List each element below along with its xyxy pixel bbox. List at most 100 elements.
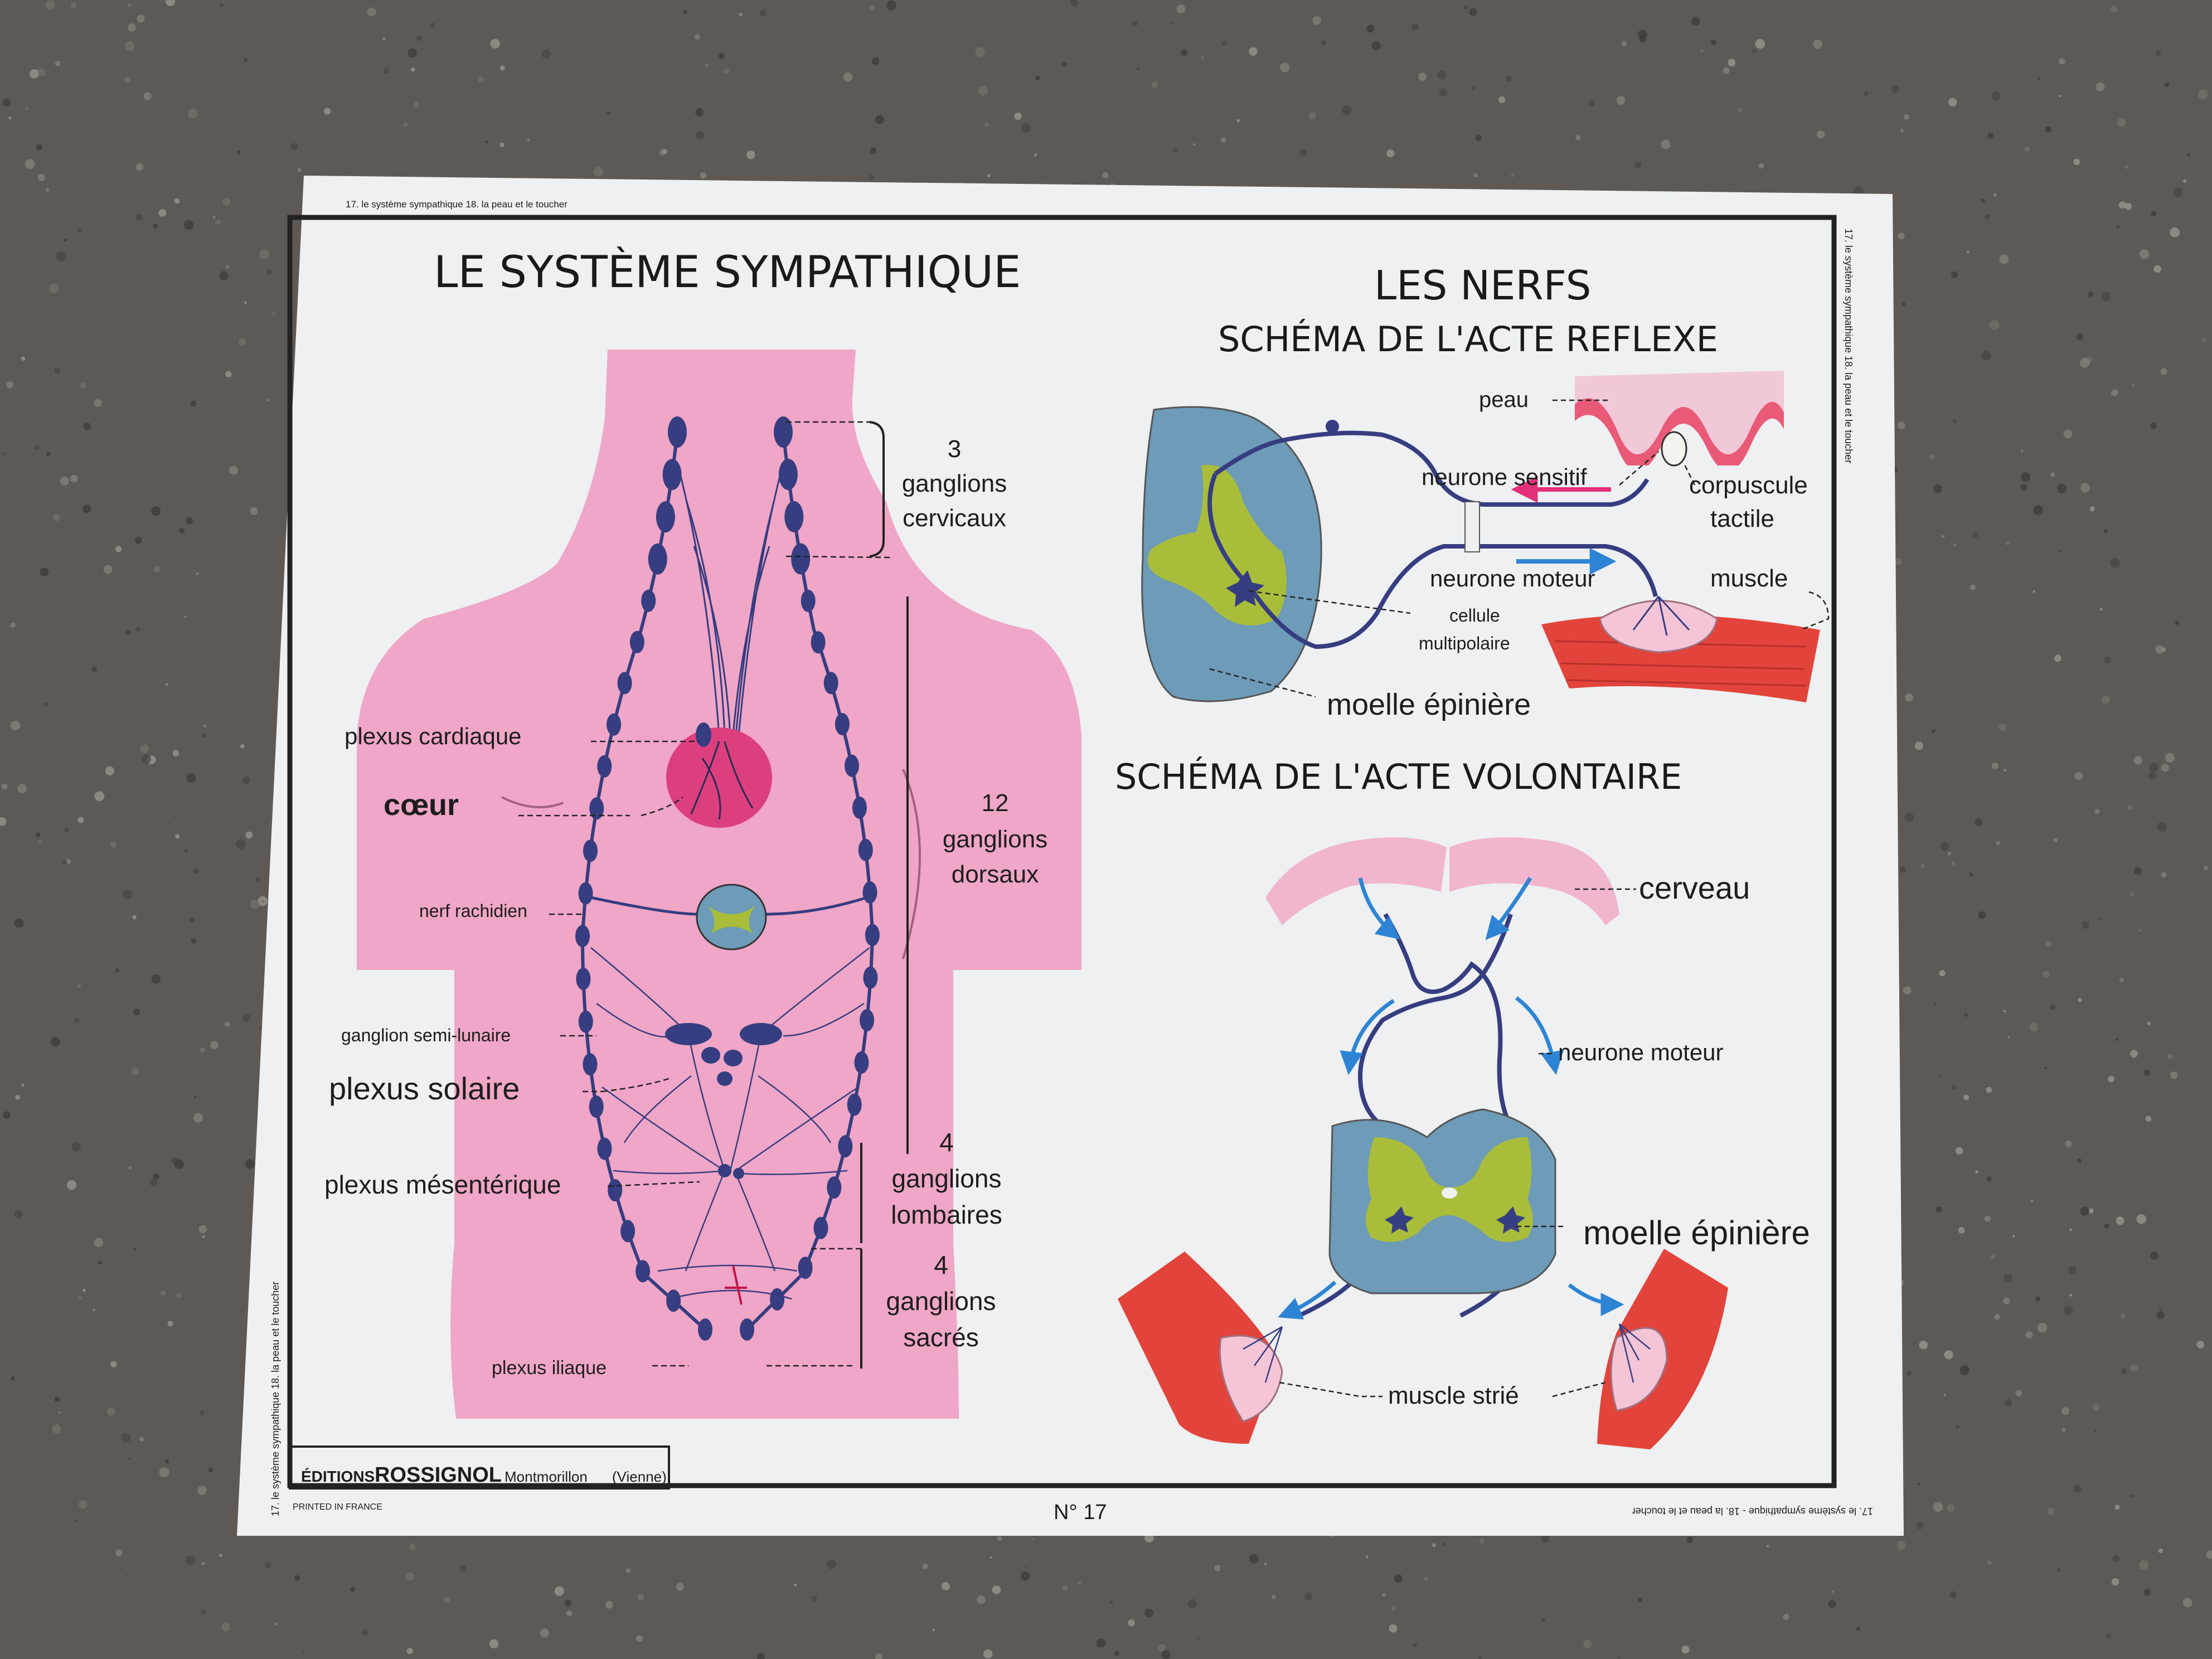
abdominal-nerve xyxy=(590,947,689,1035)
brackets xyxy=(860,421,909,1369)
asphalt-speckle xyxy=(1616,96,1626,105)
asphalt-speckle xyxy=(128,3,132,8)
label-muscle: muscle xyxy=(1710,565,1788,592)
asphalt-speckle xyxy=(1999,254,2009,264)
abdominal-nerve xyxy=(668,1289,792,1300)
asphalt-speckle xyxy=(1542,1618,1545,1622)
ganglion xyxy=(583,1053,598,1076)
asphalt-speckle xyxy=(1738,108,1743,113)
asphalt-speckle xyxy=(14,918,24,928)
asphalt-speckle xyxy=(103,565,113,574)
asphalt-speckle xyxy=(54,1396,60,1403)
asphalt-speckle xyxy=(2118,201,2126,209)
asphalt-speckle xyxy=(593,167,604,177)
label-moelle-epiniere-voluntary: moelle épinière xyxy=(1583,1214,1810,1251)
asphalt-speckle xyxy=(178,527,185,534)
asphalt-speckle xyxy=(51,1424,61,1434)
asphalt-speckle xyxy=(110,841,117,848)
neck-nerves xyxy=(679,473,782,736)
asphalt-speckle xyxy=(2020,484,2027,491)
asphalt-speckle xyxy=(153,565,161,573)
abdominal-nerve xyxy=(601,1086,725,1172)
asphalt-speckle xyxy=(2047,1507,2055,1515)
asphalt-speckle xyxy=(1034,153,1037,157)
asphalt-speckle xyxy=(128,1457,131,1460)
asphalt-speckle xyxy=(1895,558,1902,565)
asphalt-speckle xyxy=(2173,187,2183,198)
publisher-prefix: ÉDITIONS xyxy=(301,1468,375,1485)
asphalt-speckle xyxy=(92,1308,96,1312)
asphalt-speckle xyxy=(1618,1657,1621,1659)
asphalt-speckle xyxy=(2089,506,2095,512)
asphalt-speckle xyxy=(869,4,875,11)
asphalt-speckle xyxy=(1723,67,1730,74)
asphalt-speckle xyxy=(1758,163,1764,169)
asphalt-speckle xyxy=(83,1288,86,1292)
asphalt-speckle xyxy=(94,399,102,408)
asphalt-speckle xyxy=(2073,1485,2082,1493)
asphalt-speckle xyxy=(2061,1428,2066,1432)
asphalt-speckle xyxy=(123,890,133,900)
asphalt-speckle xyxy=(1498,96,1506,103)
label-nerf-rachidien: nerf rachidien xyxy=(419,901,527,921)
asphalt-speckle xyxy=(193,868,199,874)
asphalt-speckle xyxy=(870,147,877,154)
asphalt-speckle xyxy=(2043,971,2050,978)
asphalt-speckle xyxy=(430,22,435,27)
asphalt-speckle xyxy=(187,108,198,119)
asphalt-speckle xyxy=(2079,358,2090,368)
label-tactile: tactile xyxy=(1710,505,1774,532)
asphalt-speckle xyxy=(1990,1254,1995,1259)
asphalt-speckle xyxy=(2012,1235,2015,1238)
ganglion xyxy=(838,1135,853,1158)
asphalt-speckle xyxy=(70,474,78,483)
svg-text:ganglions: ganglions xyxy=(886,1287,996,1316)
asphalt-speckle xyxy=(2088,292,2094,298)
asphalt-speckle xyxy=(987,174,991,178)
asphalt-speckle xyxy=(1978,911,1986,919)
asphalt-speckle xyxy=(408,48,418,58)
asphalt-speckle xyxy=(167,1321,173,1327)
asphalt-speckle xyxy=(2108,1075,2114,1083)
asphalt-speckle xyxy=(2102,695,2111,704)
asphalt-speckle xyxy=(10,720,21,731)
asphalt-speckle xyxy=(239,338,246,345)
asphalt-speckle xyxy=(2182,1598,2192,1608)
ganglion xyxy=(778,459,798,490)
asphalt-speckle xyxy=(485,140,489,144)
reflex-muscle xyxy=(1541,595,1820,702)
asphalt-speckle xyxy=(2076,333,2084,341)
asphalt-speckle xyxy=(77,229,81,232)
asphalt-speckle xyxy=(1984,1215,1991,1222)
asphalt-speckle xyxy=(2155,50,2161,56)
asphalt-speckle xyxy=(35,445,40,450)
heart xyxy=(666,727,772,828)
cardiac-plexus-nerves xyxy=(690,741,754,820)
ganglion xyxy=(597,755,612,778)
svg-text:4: 4 xyxy=(934,1250,948,1279)
asphalt-speckle xyxy=(50,1036,61,1047)
asphalt-speckle xyxy=(2069,1293,2073,1297)
reflex-leaders xyxy=(1209,399,1830,698)
asphalt-speckle xyxy=(406,1648,413,1655)
poster-frame xyxy=(287,215,1837,1488)
asphalt-speckle xyxy=(625,1568,631,1573)
asphalt-speckle xyxy=(1321,40,1326,46)
asphalt-speckle xyxy=(1813,40,1822,49)
asphalt-speckle xyxy=(2056,483,2067,494)
asphalt-speckle xyxy=(2049,1004,2056,1011)
asphalt-speckle xyxy=(1899,866,1907,873)
asphalt-speckle xyxy=(1863,91,1869,96)
asphalt-speckle xyxy=(2153,265,2161,273)
asphalt-speckle xyxy=(2056,1568,2061,1572)
asphalt-speckle xyxy=(2021,472,2031,482)
asphalt-speckle xyxy=(1437,70,1447,80)
asphalt-speckle xyxy=(541,49,551,59)
asphalt-speckle xyxy=(216,220,221,225)
asphalt-speckle xyxy=(2136,1214,2147,1224)
asphalt-speckle xyxy=(1366,1555,1369,1558)
asphalt-speckle xyxy=(2158,1548,2164,1553)
asphalt-speckle xyxy=(202,1562,205,1565)
asphalt-speckle xyxy=(1078,1581,1081,1585)
asphalt-speckle xyxy=(1963,1094,1970,1100)
